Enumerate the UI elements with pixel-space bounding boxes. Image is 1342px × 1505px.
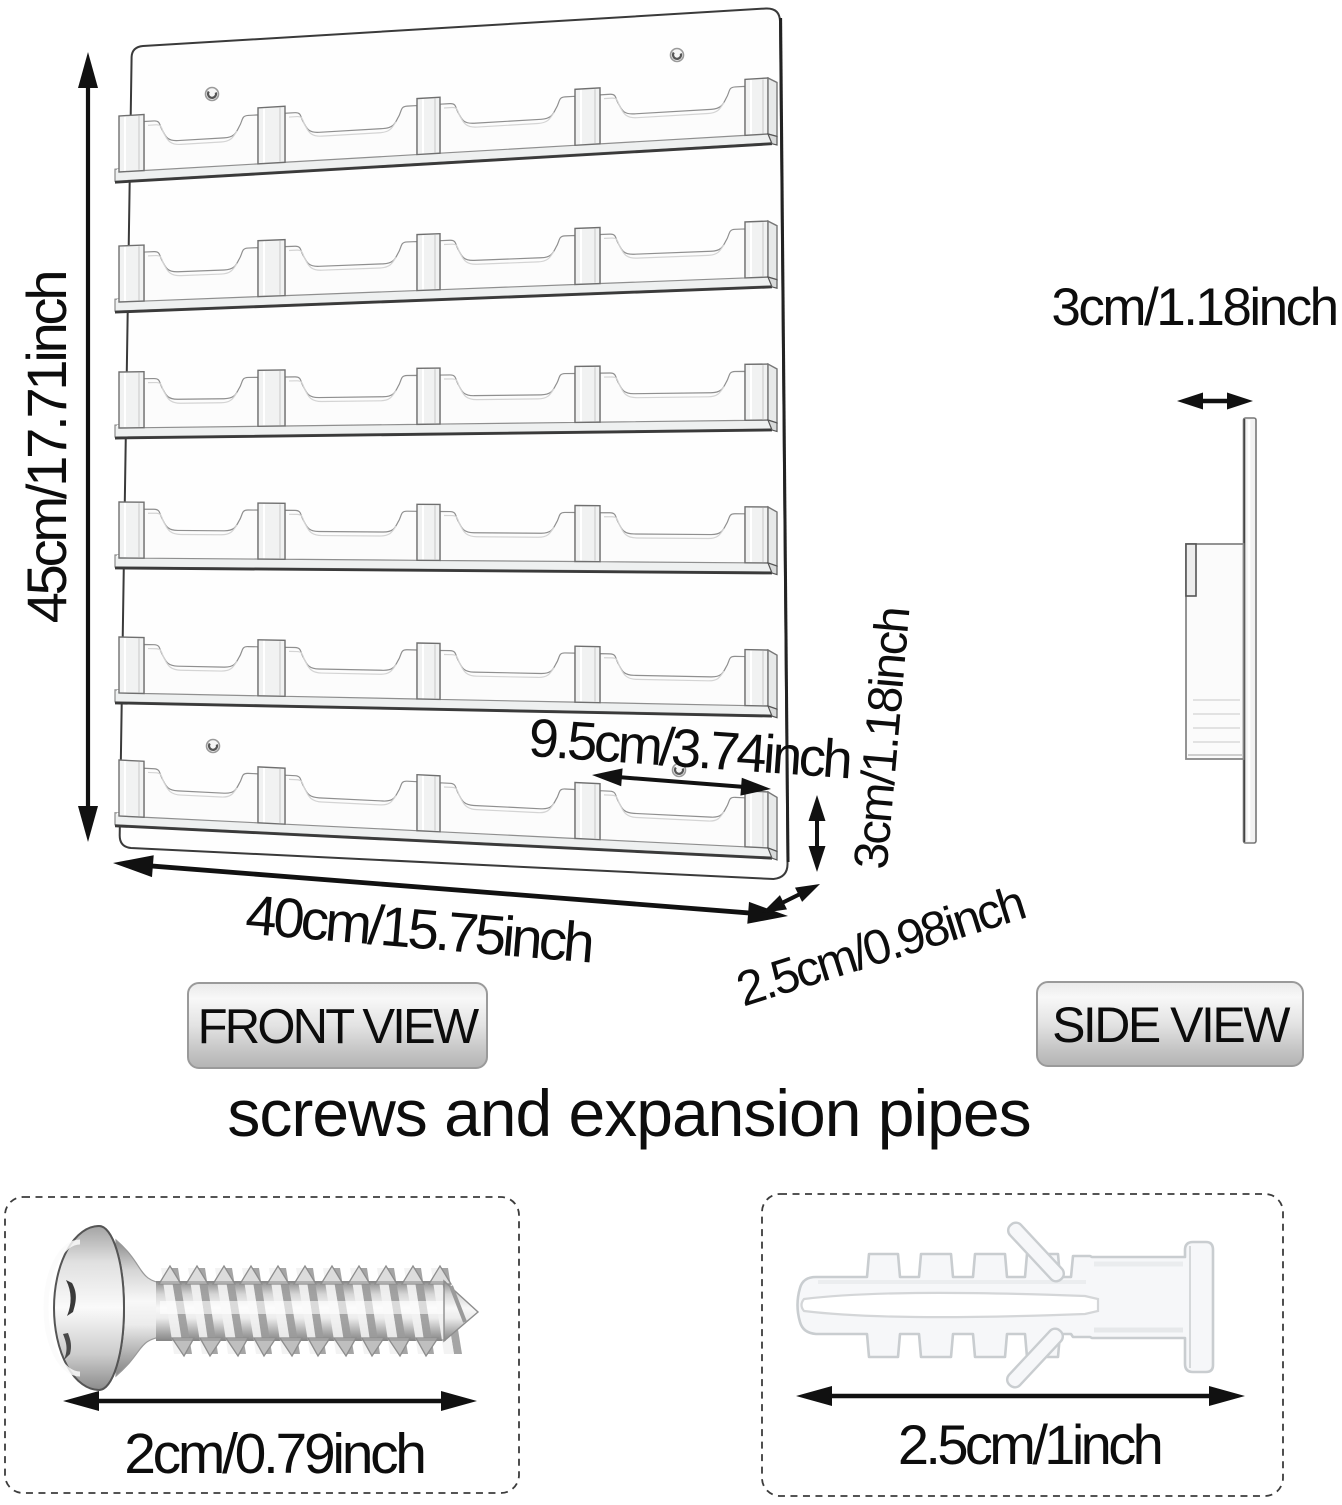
svg-text:screws and expansion pipes: screws and expansion pipes <box>227 1076 1030 1150</box>
svg-text:FRONT VIEW: FRONT VIEW <box>198 1000 480 1054</box>
svg-text:2.5cm/1inch: 2.5cm/1inch <box>898 1413 1161 1476</box>
svg-text:SIDE VIEW: SIDE VIEW <box>1052 997 1291 1053</box>
svg-text:45cm/17.71inch: 45cm/17.71inch <box>15 273 78 624</box>
svg-text:2cm/0.79inch: 2cm/0.79inch <box>124 1422 423 1486</box>
svg-text:3cm/1.18inch: 3cm/1.18inch <box>1051 278 1336 337</box>
